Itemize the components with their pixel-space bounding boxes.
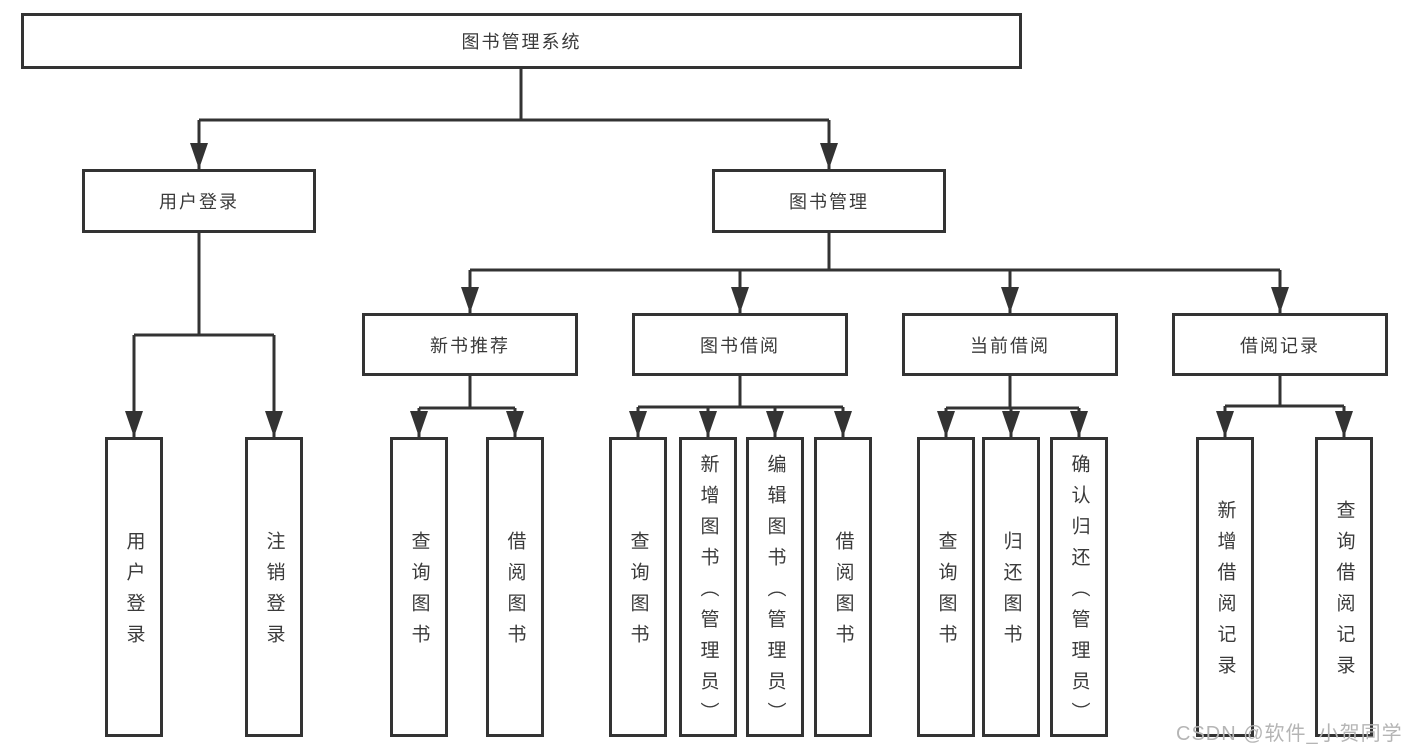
leaf-query-books-current: 查询图书 bbox=[917, 437, 975, 737]
leaf-label: 确认归还（管理员） bbox=[1068, 453, 1090, 733]
leaf-user-login: 用户登录 bbox=[105, 437, 163, 737]
leaf-query-books-recommend: 查询图书 bbox=[390, 437, 448, 737]
leaf-borrow-books-recommend: 借阅图书 bbox=[486, 437, 544, 737]
connector-paths bbox=[132, 69, 1346, 439]
leaf-borrow-books-borrowing: 借阅图书 bbox=[814, 437, 872, 737]
node-root-label: 图书管理系统 bbox=[461, 32, 582, 52]
leaf-label: 编辑图书（管理员） bbox=[764, 453, 786, 733]
leaf-label: 查询借阅记录 bbox=[1333, 500, 1355, 686]
node-label: 用户登录 bbox=[159, 192, 239, 212]
leaf-logout: 注销登录 bbox=[245, 437, 303, 737]
leaf-label: 新增借阅记录 bbox=[1214, 500, 1236, 686]
leaf-add-book-admin: 新增图书（管理员） bbox=[679, 437, 737, 737]
leaf-label: 新增图书（管理员） bbox=[697, 453, 719, 733]
leaf-add-borrow-record: 新增借阅记录 bbox=[1196, 437, 1254, 737]
node-label: 借阅记录 bbox=[1240, 335, 1320, 356]
node-label: 图书管理 bbox=[789, 192, 869, 212]
node-borrowing-records: 借阅记录 bbox=[1172, 313, 1388, 376]
leaf-label: 查询图书 bbox=[935, 531, 957, 655]
node-current-borrowing: 当前借阅 bbox=[902, 313, 1118, 376]
leaf-confirm-return-admin: 确认归还（管理员） bbox=[1050, 437, 1108, 737]
node-label: 当前借阅 bbox=[970, 335, 1050, 356]
leaf-label: 查询图书 bbox=[408, 531, 430, 655]
leaf-edit-book-admin: 编辑图书（管理员） bbox=[746, 437, 804, 737]
leaf-label: 借阅图书 bbox=[832, 531, 854, 655]
leaf-return-book: 归还图书 bbox=[982, 437, 1040, 737]
node-label: 新书推荐 bbox=[430, 335, 510, 356]
leaf-label: 注销登录 bbox=[263, 531, 285, 655]
node-book-management: 图书管理 bbox=[712, 169, 946, 233]
leaf-label: 用户登录 bbox=[123, 531, 145, 655]
node-root: 图书管理系统 bbox=[21, 13, 1022, 69]
node-new-book-recommendation: 新书推荐 bbox=[362, 313, 578, 376]
node-label: 图书借阅 bbox=[700, 335, 780, 356]
leaf-label: 查询图书 bbox=[627, 531, 649, 655]
leaf-label: 借阅图书 bbox=[504, 531, 526, 655]
leaf-query-borrow-record: 查询借阅记录 bbox=[1315, 437, 1373, 737]
node-book-borrowing: 图书借阅 bbox=[632, 313, 848, 376]
csdn-watermark: CSDN @软件_小贺同学 bbox=[1176, 723, 1403, 745]
leaf-label: 归还图书 bbox=[1000, 531, 1022, 655]
leaf-query-books-borrowing: 查询图书 bbox=[609, 437, 667, 737]
node-user-login: 用户登录 bbox=[82, 169, 316, 233]
